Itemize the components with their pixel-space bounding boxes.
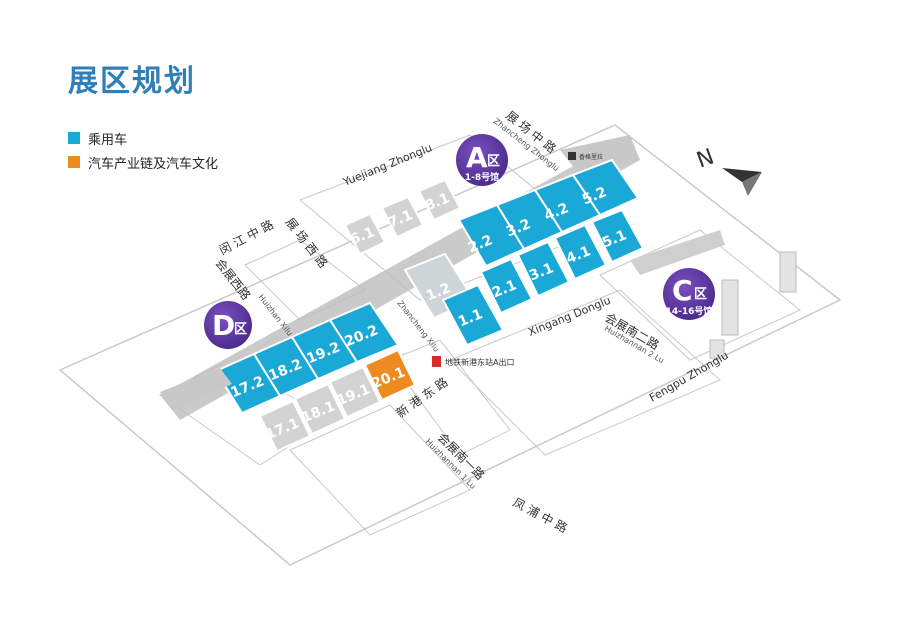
hall-17-2[interactable] (214, 352, 282, 415)
metro-label: 地铁新港东站A出口 (445, 357, 514, 367)
hall-19-1[interactable] (328, 365, 382, 419)
corridor-west (160, 368, 232, 410)
hall-18-1[interactable] (293, 382, 347, 436)
zone-a-letter: A (466, 141, 488, 174)
hall-17-1[interactable] (258, 399, 312, 453)
halls-a-row1 (441, 208, 645, 347)
page-title: 展区规划 (68, 64, 196, 99)
hall-2-2[interactable] (457, 203, 526, 268)
zone-d-qu: 区 (234, 322, 247, 337)
legend-item-industry: 汽车产业链及汽车文化 (68, 150, 218, 174)
hotel-marker[interactable]: 香格里拉 (568, 152, 603, 161)
hall-4-1[interactable] (553, 223, 608, 281)
legend-label-industry: 汽车产业链及汽车文化 (88, 156, 219, 172)
corridor-east (560, 135, 640, 175)
hotel-label: 香格里拉 (579, 153, 603, 161)
hall-8-1[interactable] (417, 178, 462, 222)
hall-5-1[interactable] (590, 208, 645, 264)
halls-a-row2 (403, 158, 640, 320)
halls-d-row2 (214, 301, 400, 415)
hall-1-1[interactable] (441, 283, 505, 347)
road-minjiang-cn: 闵 江 中 路 (216, 216, 276, 257)
halls-d-row1 (258, 348, 417, 453)
zone-a-sub: 1-8号馆 (465, 171, 499, 183)
hall-7-1[interactable] (380, 195, 425, 239)
legend: 乘用车 汽车产业链及汽车文化 (68, 126, 218, 174)
legend-swatch-passenger (68, 132, 80, 144)
hall-6-1[interactable] (343, 212, 387, 256)
metro-icon (432, 356, 441, 367)
zone-c-sub: 14-16号馆 (666, 305, 713, 317)
zone-d-letter: D (212, 309, 235, 342)
zone-c-qu: 区 (694, 287, 707, 302)
zone-c-badge[interactable]: C 区 14-16号馆 (663, 268, 715, 320)
zone-c-letter: C (672, 274, 693, 307)
compass-n-label: N (694, 145, 718, 174)
hall-3-1[interactable] (516, 240, 571, 298)
road-fengpu-cn: 凤 浦 中 路 (511, 494, 571, 535)
c-tower-1 (721, 279, 739, 336)
zone-d-badge[interactable]: D 区 (204, 301, 252, 349)
corridor-c (630, 230, 725, 275)
zone-a-badge[interactable]: A 区 1-8号馆 (456, 134, 508, 186)
compass-arrow-icon (722, 168, 762, 182)
halls-grey-top (343, 178, 462, 256)
c-zone-buildings (709, 251, 797, 359)
hall-20-1[interactable] (363, 348, 417, 402)
zone-a-qu: 区 (487, 154, 500, 169)
legend-label-passenger: 乘用车 (88, 132, 128, 148)
hotel-icon (568, 152, 576, 160)
c-tower-2 (779, 251, 797, 293)
road-yuejiang-en: Yuejiang Zhonglu (340, 141, 434, 189)
compass: N (694, 145, 762, 196)
legend-item-passenger: 乘用车 (68, 126, 218, 150)
metro-marker[interactable]: 地铁新港东站A出口 (432, 356, 514, 367)
c-block (709, 339, 725, 359)
hall-2-1[interactable] (479, 257, 534, 315)
legend-swatch-industry (68, 156, 80, 168)
